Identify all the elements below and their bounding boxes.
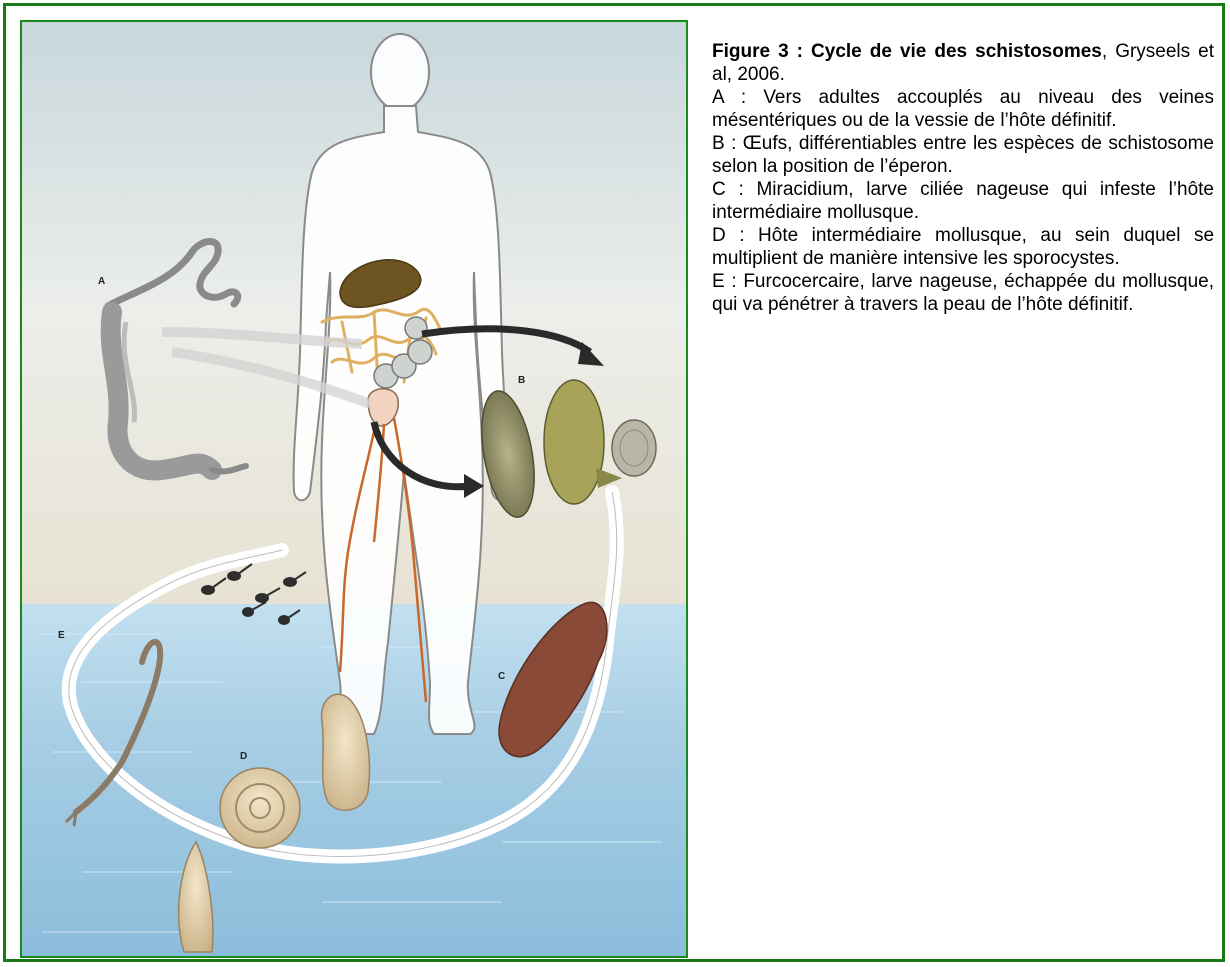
caption-item-d-text: Hôte intermédiaire mollusque, au sein du…	[712, 225, 1214, 269]
caption-title-part1: Cycle de vie des	[811, 41, 967, 62]
caption-item-e-text: Furcocercaire, larve nageuse, échappée d…	[712, 271, 1214, 315]
figure-number: Figure 3 :	[712, 41, 803, 62]
caption-item-c-key: C :	[712, 179, 744, 200]
caption-title-part2: schistosomes	[975, 41, 1102, 62]
label-b: B	[518, 375, 525, 386]
caption-item-a-text: Vers adultes accouplés au niveau des vei…	[712, 87, 1214, 131]
caption-item-e: E : Furcocercaire, larve nageuse, échapp…	[712, 270, 1214, 316]
caption-item-b-key: B :	[712, 133, 736, 154]
label-d: D	[240, 751, 247, 762]
life-cycle-figure: A B C D E	[20, 20, 688, 958]
caption-item-a: A : Vers adultes accouplés au niveau des…	[712, 86, 1214, 132]
figure-caption: Figure 3 : Cycle de vie des schistosomes…	[712, 40, 1214, 316]
caption-item-b: B : Œufs, différentiables entre les espè…	[712, 132, 1214, 178]
caption-item-d-key: D :	[712, 225, 745, 246]
caption-item-b-text: Œufs, différentiables entre les espèces …	[712, 133, 1214, 177]
label-e: E	[58, 630, 65, 641]
caption-item-c-text: Miracidium, larve ciliée nageuse qui inf…	[712, 179, 1214, 223]
caption-title: Figure 3 : Cycle de vie des schistosomes…	[712, 40, 1214, 86]
caption-item-d: D : Hôte intermédiaire mollusque, au sei…	[712, 224, 1214, 270]
caption-item-c: C : Miracidium, larve ciliée nageuse qui…	[712, 178, 1214, 224]
label-c: C	[498, 671, 505, 682]
label-a: A	[98, 276, 105, 287]
caption-item-a-key: A :	[712, 87, 746, 108]
caption-item-e-key: E :	[712, 271, 737, 292]
